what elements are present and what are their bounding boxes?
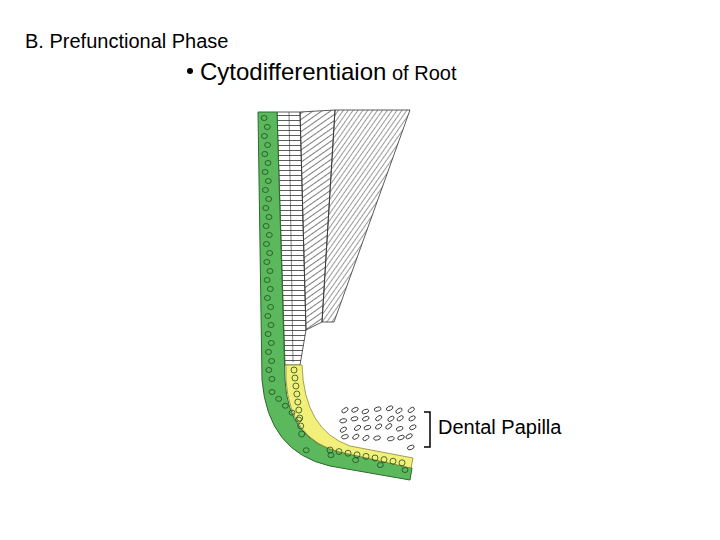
cell xyxy=(361,408,369,414)
cell xyxy=(402,468,408,473)
cell xyxy=(298,423,304,429)
cell xyxy=(261,134,267,139)
cell xyxy=(267,269,273,274)
cell xyxy=(282,403,288,408)
cell xyxy=(387,415,395,422)
cell xyxy=(264,278,270,283)
cell xyxy=(292,375,298,381)
cell xyxy=(354,452,360,458)
cell xyxy=(399,460,405,466)
cell xyxy=(303,448,309,453)
cell xyxy=(386,405,394,412)
cell xyxy=(345,450,351,456)
cell xyxy=(295,399,301,405)
cell xyxy=(263,206,269,211)
cell xyxy=(395,407,403,414)
cell xyxy=(362,434,370,441)
cell xyxy=(339,418,347,423)
cell xyxy=(293,383,299,389)
cell xyxy=(407,444,415,450)
cell xyxy=(265,161,271,166)
cell xyxy=(289,410,295,415)
cell xyxy=(265,143,271,148)
cell xyxy=(352,433,360,440)
cell xyxy=(294,391,300,397)
cell xyxy=(268,305,274,310)
cell xyxy=(265,332,271,337)
root-sheath-inner xyxy=(286,365,413,468)
cell xyxy=(363,425,371,431)
part-label: Dental Papilla xyxy=(438,416,561,438)
cell xyxy=(387,436,395,442)
cell xyxy=(328,453,334,458)
cell xyxy=(269,377,275,382)
cell xyxy=(262,152,268,157)
cell xyxy=(268,323,274,328)
cell xyxy=(374,406,382,412)
cell xyxy=(299,431,305,437)
cell xyxy=(261,116,267,121)
cell xyxy=(262,188,268,193)
cell xyxy=(267,251,273,256)
cell xyxy=(354,424,362,431)
cell xyxy=(339,426,347,433)
cell xyxy=(353,458,359,463)
cell xyxy=(362,415,370,421)
cell xyxy=(265,314,271,319)
epithelial-cells xyxy=(261,116,408,473)
cell xyxy=(262,170,268,175)
cell xyxy=(267,287,273,292)
cell xyxy=(341,407,349,414)
cell xyxy=(336,449,342,455)
cell xyxy=(327,447,333,453)
cell xyxy=(263,242,269,247)
cell xyxy=(372,455,378,461)
cell xyxy=(264,296,270,301)
cell xyxy=(265,350,271,355)
bullet xyxy=(187,68,193,74)
cell xyxy=(276,396,282,401)
cell xyxy=(408,415,416,422)
cell xyxy=(363,453,369,459)
cell xyxy=(266,197,272,202)
cell xyxy=(351,406,359,413)
cell xyxy=(390,458,396,464)
cell-boundary xyxy=(289,112,293,362)
cell xyxy=(375,414,383,421)
bullet-text: Cytodifferentiaion xyxy=(200,59,386,85)
cell xyxy=(269,390,275,395)
bullet-text: of Root xyxy=(392,62,456,84)
cell xyxy=(264,260,270,265)
cell xyxy=(266,215,272,220)
outer-epithelium xyxy=(258,112,412,480)
cell xyxy=(296,407,302,413)
cell xyxy=(405,433,413,440)
cell xyxy=(373,435,381,441)
cell xyxy=(269,359,275,364)
cell xyxy=(265,179,271,184)
cell xyxy=(385,423,393,430)
cell xyxy=(351,416,359,421)
dentin-layer xyxy=(322,110,410,322)
cell xyxy=(341,434,349,440)
slide-title: B. Prefunctional Phase xyxy=(25,30,228,52)
bracket xyxy=(424,412,430,447)
cell xyxy=(266,368,272,373)
cell xyxy=(291,367,297,373)
cell xyxy=(377,463,383,468)
cell xyxy=(397,434,405,440)
cell xyxy=(263,224,269,229)
cell xyxy=(264,125,270,130)
cell xyxy=(407,406,415,413)
cell xyxy=(266,233,272,238)
cell xyxy=(409,424,417,431)
papilla-cells xyxy=(339,405,417,451)
cell xyxy=(375,423,383,430)
cell xyxy=(381,457,387,463)
cell xyxy=(396,426,404,432)
cell xyxy=(268,341,274,346)
cell xyxy=(297,415,303,421)
cell xyxy=(396,415,404,422)
